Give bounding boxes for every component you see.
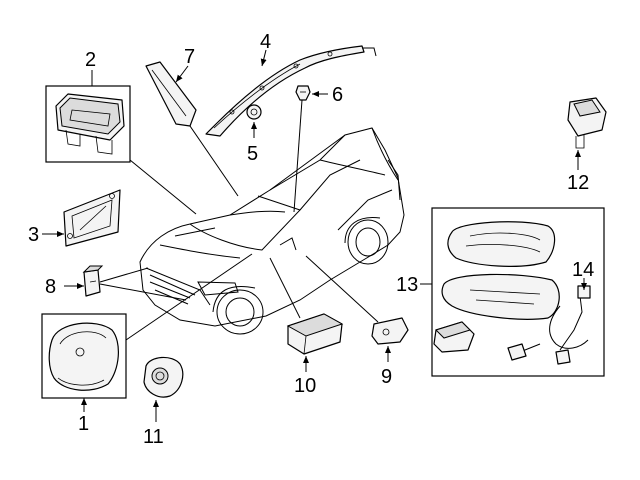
airbag-control-module	[286, 313, 344, 355]
callout-12: 12	[567, 172, 589, 194]
callout-10: 10	[294, 375, 316, 397]
side-impact-sensor	[567, 97, 607, 149]
knee-airbag-bracket	[63, 189, 121, 247]
callout-2: 2	[85, 49, 96, 71]
impact-sensor-front	[82, 265, 104, 297]
callout-11: 11	[143, 426, 164, 448]
clock-spring	[143, 356, 184, 398]
pillar-trim-airbag	[145, 61, 197, 127]
seat-harness	[507, 285, 591, 365]
seat-module	[433, 321, 475, 353]
callout-5: 5	[247, 143, 258, 165]
seat-sensor-mat	[441, 273, 560, 320]
callout-3: 3	[28, 224, 39, 246]
callout-8: 8	[45, 276, 56, 298]
callout-9: 9	[381, 366, 392, 388]
passenger-airbag-module	[55, 93, 125, 155]
callout-4: 4	[260, 31, 271, 53]
leader-lines	[42, 49, 587, 422]
clip-part-6	[295, 85, 311, 101]
clip-part-5	[246, 104, 262, 120]
seat-cushion	[447, 221, 556, 267]
callout-13: 13	[396, 274, 418, 296]
callout-7: 7	[184, 46, 195, 68]
driver-airbag-module	[48, 322, 119, 391]
callout-1: 1	[78, 413, 89, 435]
occupant-sensor	[371, 317, 409, 345]
callout-6: 6	[332, 84, 343, 106]
callout-14: 14	[572, 259, 594, 281]
part-13-box	[431, 207, 605, 377]
callout-numbers: 1 2 3 4 5 6 7 8 9 10 11 12 13 14	[28, 31, 594, 448]
curtain-airbag	[205, 45, 377, 137]
part-2-box	[45, 85, 131, 163]
